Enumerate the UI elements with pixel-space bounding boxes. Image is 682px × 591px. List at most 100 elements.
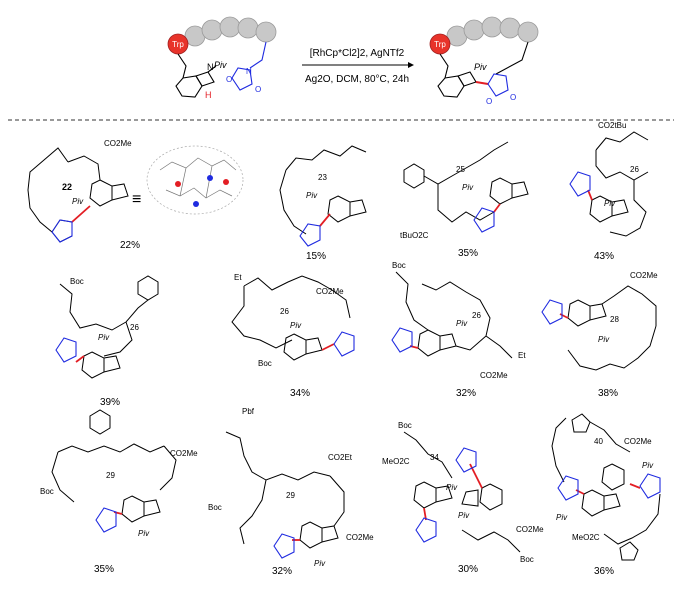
compound-26-d-co2me: CO2Me — [480, 371, 508, 380]
compound-22-yield: 22% — [120, 240, 140, 251]
compound-25-maleimide — [473, 207, 495, 233]
peptide-chain-product — [446, 16, 539, 47]
compound-28 — [567, 285, 657, 371]
compound-26-a-cc-bond — [587, 189, 593, 201]
compound-26-b-maleimide — [55, 337, 77, 363]
compound-34-yield: 30% — [458, 564, 478, 575]
compound-25 — [403, 141, 529, 223]
compound-25-piv: Piv — [462, 183, 474, 192]
peptide-chain-start — [184, 16, 277, 47]
compound-29-a-id: 29 — [106, 471, 115, 480]
compound-22 — [27, 147, 129, 243]
compound-26-d-boc: Boc — [392, 261, 406, 270]
compound-34-boc: Boc — [398, 421, 412, 430]
compound-29-a-boc: Boc — [40, 487, 54, 496]
compound-28-yield: 38% — [598, 388, 618, 399]
maleimide-start — [231, 41, 267, 91]
compound-25-tbuo2c: tBuO2C — [400, 231, 429, 240]
compound-34-piv-2: Piv — [458, 511, 470, 520]
compound-26-d-id: 26 — [472, 311, 481, 320]
compound-26-c-id: 26 — [280, 307, 289, 316]
compound-26-c-piv: Piv — [290, 321, 302, 330]
compound-26-c-yield: 34% — [290, 388, 310, 399]
compound-26-d-piv: Piv — [456, 319, 468, 328]
compound-29-b-piv: Piv — [314, 559, 326, 568]
compound-22-co2me: CO2Me — [104, 139, 132, 148]
compound-29-a-piv: Piv — [138, 529, 150, 538]
compound-34-piv-1: Piv — [446, 483, 458, 492]
compound-26-d — [395, 271, 513, 359]
compound-40-co2me: CO2Me — [624, 437, 652, 446]
compound-26-d-et: Et — [518, 351, 526, 360]
compound-26-d-yield: 32% — [456, 388, 476, 399]
indole-n-start: N — [207, 62, 214, 72]
compound-40-maleimide-2 — [639, 473, 661, 499]
conditions-line2: Ag2O, DCM, 80°C, 24h — [305, 74, 409, 85]
compound-29-b-maleimide — [273, 533, 295, 559]
compound-25-cc-bond — [493, 203, 501, 213]
compound-23-id: 23 — [318, 173, 327, 182]
c2-hydrogen: H — [205, 90, 212, 100]
compound-26-b — [59, 275, 159, 379]
compound-22-cc-bond — [71, 205, 91, 223]
compound-22-equiv: ≡ — [132, 191, 141, 208]
compound-29-a-yield: 35% — [94, 564, 114, 575]
compound-23-yield: 15% — [306, 251, 326, 262]
compound-29-b-id: 29 — [286, 491, 295, 500]
maleimide-o2-start: O — [255, 85, 261, 94]
compound-34-boc-2: Boc — [520, 555, 534, 564]
compound-34-maleimide-2 — [415, 517, 437, 543]
compound-23 — [279, 145, 367, 235]
compound-26-c-cc-bond — [321, 343, 335, 351]
compound-40-meo2c: MeO2C — [572, 533, 600, 542]
compound-40-piv-1: Piv — [642, 461, 654, 470]
compound-28-cc-bond — [559, 313, 569, 319]
compound-23-piv: Piv — [306, 191, 318, 200]
compound-26-a-co2tbu: CO2tBu — [598, 121, 626, 130]
new-cc-bond — [475, 81, 489, 85]
compound-26-c-et: Et — [234, 273, 242, 282]
compound-29-b-pbf: Pbf — [242, 407, 255, 416]
compound-34-meo2c: MeO2C — [382, 457, 410, 466]
compound-26-a-id: 26 — [630, 165, 639, 174]
compound-26-b-cc-bond — [75, 355, 85, 363]
reaction-header: Trp N Piv H N O O [RhCp*Cl2]2, AgNTf2 Ag… — [167, 16, 539, 106]
compound-29-b-boc: Boc — [208, 503, 222, 512]
trp-tag-label: Trp — [172, 40, 184, 49]
compound-29-a-maleimide — [95, 507, 117, 533]
piv-product: Piv — [474, 62, 487, 72]
compound-26-c-boc: Boc — [258, 359, 272, 368]
compound-40-yield: 36% — [594, 566, 614, 577]
maleimide-product — [487, 73, 509, 97]
compound-40-id: 40 — [594, 437, 603, 446]
compound-28-id: 28 — [610, 315, 619, 324]
compound-29-b-yield: 32% — [272, 566, 292, 577]
xray-crystal-structure — [146, 145, 244, 215]
compound-28-maleimide — [541, 299, 563, 325]
reaction-arrowhead — [408, 62, 414, 68]
compound-29-a-co2me: CO2Me — [170, 449, 198, 458]
compound-40-cc-bond-2 — [629, 483, 641, 489]
compound-34-maleimide-1 — [455, 447, 477, 473]
compound-25-id: 25 — [456, 165, 465, 174]
compound-22-id: 22 — [62, 182, 72, 192]
compound-29-b — [225, 431, 345, 549]
maleimide-o1-product: O — [486, 97, 492, 106]
compound-28-co2me: CO2Me — [630, 271, 658, 280]
piv-start: Piv — [214, 60, 227, 70]
compound-29-b-co2et: CO2Et — [328, 453, 353, 462]
compound-28-piv: Piv — [598, 335, 610, 344]
indole-start — [175, 53, 217, 98]
compound-34-id: 34 — [430, 453, 439, 462]
compound-26-a-yield: 43% — [594, 251, 614, 262]
compound-23-cc-bond — [319, 213, 331, 227]
maleimide-o1-start: O — [226, 75, 232, 84]
compound-26-d-maleimide — [391, 327, 413, 353]
compound-26-b-piv: Piv — [98, 333, 110, 342]
compound-34-co2me: CO2Me — [516, 525, 544, 534]
maleimide-o2-product: O — [510, 93, 516, 102]
compound-40-maleimide-1 — [557, 475, 579, 501]
compound-26-b-id: 26 — [130, 323, 139, 332]
compound-29-b-co2me: CO2Me — [346, 533, 374, 542]
